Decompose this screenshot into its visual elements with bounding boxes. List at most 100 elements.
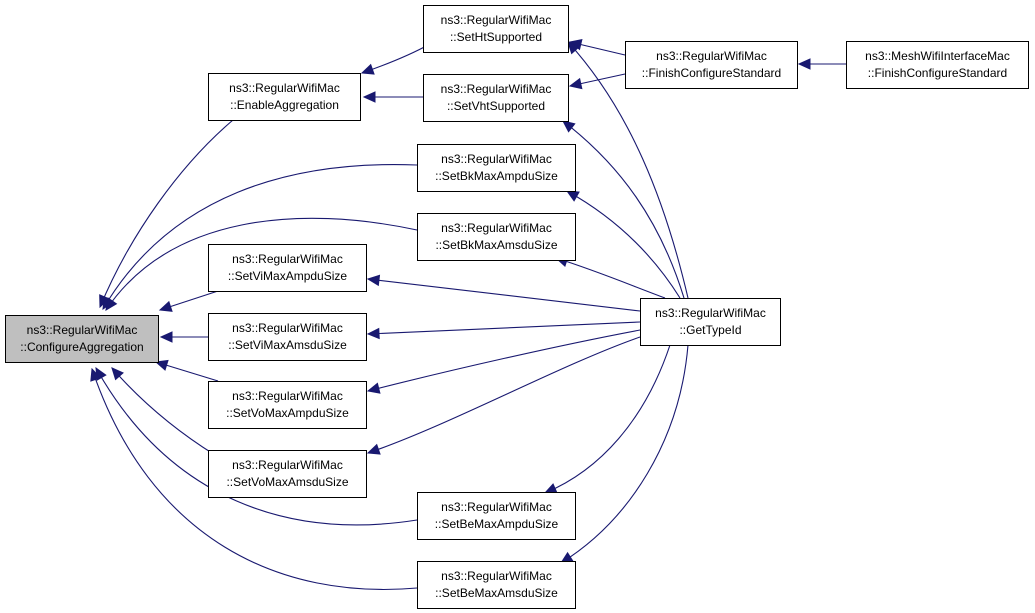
arrow-head-icon <box>362 91 376 103</box>
node-get-type-id[interactable]: ns3::RegularWifiMac::GetTypeId <box>640 298 781 346</box>
node-set-vo-max-amsdu-size[interactable]: ns3::RegularWifiMac::SetVoMaxAmsduSize <box>208 450 367 498</box>
node-label-method: ::EnableAggregation <box>230 98 339 112</box>
edge-get_type_id-to-set_vo_max_amsdu_size <box>366 336 641 455</box>
node-set-be-max-ampdu-size[interactable]: ns3::RegularWifiMac::SetBeMaxAmpduSize <box>417 492 576 540</box>
node-set-ht-supported[interactable]: ns3::RegularWifiMac::SetHtSupported <box>423 5 569 53</box>
node-label-method: ::FinishConfigureStandard <box>868 66 1007 80</box>
edge-get_type_id-to-set_bk_max_amsdu_size <box>554 256 666 299</box>
node-configure-aggregation[interactable]: ns3::RegularWifiMac::ConfigureAggregatio… <box>5 315 159 363</box>
edge-set_be_max_amsdu_size-to-configure_aggregation <box>90 367 418 591</box>
node-set-vi-max-amsdu-size[interactable]: ns3::RegularWifiMac::SetViMaxAmsduSize <box>208 313 367 361</box>
node-label-method: ::GetTypeId <box>679 323 741 337</box>
edge-set_bk_max_amsdu_size-to-configure_aggregation <box>105 217 418 311</box>
node-label-namespace: ns3::RegularWifiMac <box>441 221 552 235</box>
edge-line <box>367 321 641 335</box>
node-label-namespace: ns3::RegularWifiMac <box>441 152 552 166</box>
node-label-namespace: ns3::RegularWifiMac <box>27 323 138 337</box>
node-enable-aggregation[interactable]: ns3::RegularWifiMac::EnableAggregation <box>208 73 361 121</box>
node-set-vht-supported[interactable]: ns3::RegularWifiMac::SetVhtSupported <box>423 74 569 122</box>
arrow-head-icon <box>543 483 558 494</box>
node-label-method: ::SetVoMaxAmsduSize <box>226 475 348 489</box>
node-box[interactable] <box>625 41 798 89</box>
edge-line <box>111 367 216 456</box>
node-label-method: ::SetBeMaxAmpduSize <box>435 517 559 531</box>
node-box[interactable] <box>423 74 569 122</box>
edge-get_type_id-to-set_vi_max_ampdu_size <box>366 274 641 312</box>
node-set-vo-max-ampdu-size[interactable]: ns3::RegularWifiMac::SetVoMaxAmpduSize <box>208 381 367 429</box>
node-set-bk-max-amsdu-size[interactable]: ns3::RegularWifiMac::SetBkMaxAmsduSize <box>417 213 576 261</box>
edge-get_type_id-to-set_vht_supported <box>562 120 685 299</box>
node-label-method: ::SetViMaxAmsduSize <box>228 338 347 352</box>
node-box[interactable] <box>208 73 361 121</box>
node-set-vi-max-ampdu-size[interactable]: ns3::RegularWifiMac::SetViMaxAmpduSize <box>208 244 367 292</box>
edges-layer <box>90 39 846 591</box>
edge-get_type_id-to-set_be_max_amsdu_size <box>559 344 689 564</box>
edge-line <box>566 190 681 299</box>
node-label-method: ::FinishConfigureStandard <box>642 66 781 80</box>
edge-line <box>99 119 234 308</box>
node-label-namespace: ns3::RegularWifiMac <box>441 500 552 514</box>
node-label-method: ::SetVhtSupported <box>447 99 545 113</box>
node-box[interactable] <box>208 450 367 498</box>
edge-get_type_id-to-set_ht_supported <box>567 41 689 299</box>
arrow-head-icon <box>565 190 580 202</box>
edge-line <box>105 217 418 311</box>
node-box[interactable] <box>423 5 569 53</box>
edge-line <box>95 367 418 526</box>
edge-get_type_id-to-set_vo_max_ampdu_size <box>366 329 641 394</box>
edge-set_ht_supported-to-enable_aggregation <box>360 43 431 75</box>
node-label-method: ::SetViMaxAmpduSize <box>228 269 347 283</box>
node-label-namespace: ns3::RegularWifiMac <box>229 81 340 95</box>
node-label-namespace: ns3::RegularWifiMac <box>441 13 552 27</box>
arrow-head-icon <box>158 300 173 312</box>
arrow-head-icon <box>105 297 118 311</box>
node-box[interactable] <box>417 561 576 609</box>
arrow-head-icon <box>360 63 375 75</box>
edge-line <box>367 336 641 454</box>
edge-line <box>367 329 641 392</box>
node-set-be-max-amsdu-size[interactable]: ns3::RegularWifiMac::SetBeMaxAmsduSize <box>417 561 576 609</box>
node-box[interactable] <box>5 315 159 363</box>
node-finish-configure-standard[interactable]: ns3::RegularWifiMac::FinishConfigureStan… <box>625 41 798 89</box>
edge-line <box>555 257 666 299</box>
arrow-head-icon <box>366 443 381 455</box>
node-label-method: ::ConfigureAggregation <box>20 340 143 354</box>
arrow-head-icon <box>562 120 576 133</box>
node-box[interactable] <box>417 144 576 192</box>
edge-set_vi_max_ampdu_size-to-configure_aggregation <box>158 290 219 312</box>
node-label-namespace: ns3::RegularWifiMac <box>232 252 343 266</box>
node-box[interactable] <box>208 313 367 361</box>
edge-line <box>367 278 641 312</box>
node-label-method: ::SetVoMaxAmpduSize <box>226 406 349 420</box>
node-label-namespace: ns3::RegularWifiMac <box>232 321 343 335</box>
node-box[interactable] <box>640 298 781 346</box>
node-mesh-finish-configure-standard[interactable]: ns3::MeshWifiInterfaceMac::FinishConfigu… <box>846 41 1029 89</box>
node-box[interactable] <box>208 381 367 429</box>
edge-set_vo_max_ampdu_size-to-configure_aggregation <box>154 359 219 382</box>
arrow-head-icon <box>90 367 102 382</box>
node-label-method: ::SetHtSupported <box>450 30 542 44</box>
edge-get_type_id-to-set_be_max_ampdu_size <box>543 344 671 494</box>
node-box[interactable] <box>208 244 367 292</box>
edge-line <box>560 344 689 564</box>
node-label-namespace: ns3::RegularWifiMac <box>232 389 343 403</box>
arrow-head-icon <box>366 274 381 287</box>
node-box[interactable] <box>417 213 576 261</box>
node-set-bk-max-ampdu-size[interactable]: ns3::RegularWifiMac::SetBkMaxAmpduSize <box>417 144 576 192</box>
arrow-head-icon <box>366 382 381 394</box>
edge-mesh_finish_configure_standard-to-finish_configure_standard <box>797 58 846 70</box>
node-box[interactable] <box>417 492 576 540</box>
arrow-head-icon <box>797 58 811 70</box>
edge-get_type_id-to-set_vi_max_amsdu_size <box>366 321 641 340</box>
edge-line <box>567 41 689 299</box>
node-label-method: ::SetBkMaxAmpduSize <box>435 169 558 183</box>
arrow-head-icon <box>366 327 380 340</box>
node-box[interactable] <box>846 41 1029 89</box>
edge-line <box>102 164 418 310</box>
arrow-head-icon <box>159 331 173 343</box>
node-label-namespace: ns3::RegularWifiMac <box>441 82 552 96</box>
arrow-head-icon <box>567 41 580 55</box>
edge-set_vi_max_amsdu_size-to-configure_aggregation <box>159 331 208 343</box>
node-label-namespace: ns3::RegularWifiMac <box>232 458 343 472</box>
